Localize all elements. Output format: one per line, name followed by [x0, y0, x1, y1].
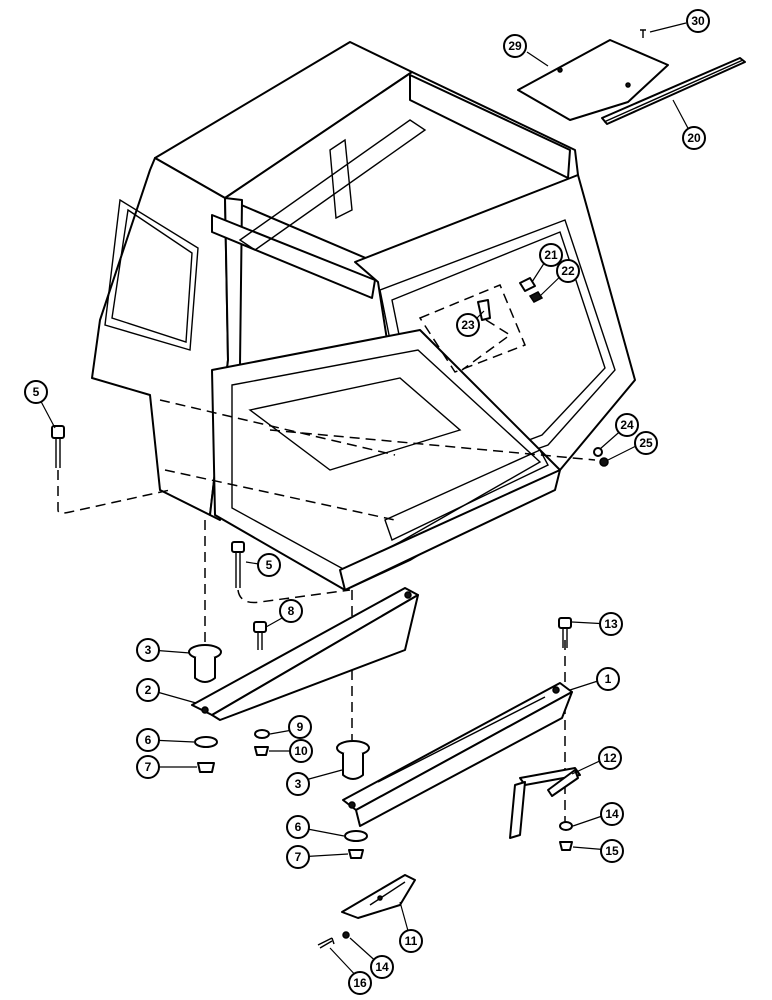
nut-7-center [348, 849, 364, 859]
callout-30-label: 30 [691, 14, 705, 28]
callout-3-center-label: 3 [295, 777, 302, 791]
callout-3-left: 3 [136, 638, 160, 662]
bolt-13 [558, 617, 572, 648]
callout-9: 9 [288, 715, 312, 739]
screw-30 [640, 29, 646, 38]
bolt-5-rear [51, 425, 171, 514]
callout-13-label: 13 [604, 617, 618, 631]
mount-bracket-2 [191, 587, 419, 721]
cover-plate-29 [517, 39, 669, 121]
callout-14-bottom: 14 [370, 955, 394, 979]
callout-14-right: 14 [600, 802, 624, 826]
callout-15: 15 [600, 839, 624, 863]
callout-16: 16 [348, 971, 372, 995]
callout-25-label: 25 [639, 436, 653, 450]
callout-6-left-label: 6 [145, 733, 152, 747]
callout-24-label: 24 [620, 418, 634, 432]
callout-6-center-label: 6 [295, 820, 302, 834]
nut-15 [559, 841, 573, 851]
callout-7-center: 7 [286, 845, 310, 869]
isolator-3-center [336, 740, 370, 780]
callout-1: 1 [596, 667, 620, 691]
callout-8-label: 8 [288, 604, 295, 618]
callout-15-label: 15 [605, 844, 619, 858]
callout-12: 12 [598, 746, 622, 770]
callout-5-front-label: 5 [266, 558, 273, 572]
callout-5-rear-label: 5 [33, 385, 40, 399]
nut-10 [254, 746, 269, 756]
callout-12-label: 12 [603, 751, 617, 765]
bolt-8 [253, 621, 267, 650]
nut-7-left [197, 762, 215, 773]
callout-25: 25 [634, 431, 658, 455]
mount-bracket-1 [342, 682, 573, 827]
hardware-21-22-23 [461, 277, 544, 371]
callout-14-bottom-label: 14 [375, 960, 389, 974]
callout-30: 30 [686, 9, 710, 33]
callout-23: 23 [456, 313, 480, 337]
callout-3-left-label: 3 [145, 643, 152, 657]
callout-8: 8 [279, 599, 303, 623]
callout-20: 20 [682, 126, 706, 150]
callout-5-rear: 5 [24, 380, 48, 404]
support-12 [509, 767, 581, 839]
callout-29: 29 [503, 34, 527, 58]
washer-14-bottom [342, 931, 350, 939]
callout-23-label: 23 [461, 318, 475, 332]
callout-9-label: 9 [297, 720, 304, 734]
bracket-11 [341, 874, 416, 919]
callout-2: 2 [136, 678, 160, 702]
callout-7-left: 7 [136, 755, 160, 779]
callout-1-label: 1 [605, 672, 612, 686]
hardware-24-25 [593, 447, 609, 467]
callout-7-center-label: 7 [295, 850, 302, 864]
callout-3-center: 3 [286, 772, 310, 796]
callout-21: 21 [539, 243, 563, 267]
callout-14-right-label: 14 [605, 807, 619, 821]
callout-22: 22 [556, 259, 580, 283]
callout-22-label: 22 [561, 264, 575, 278]
pin-16 [317, 937, 335, 949]
callout-20-label: 20 [687, 131, 701, 145]
cab-frame [91, 41, 636, 591]
washer-6-left [194, 736, 218, 748]
callout-10: 10 [289, 739, 313, 763]
bolt-5-front [231, 541, 351, 604]
callout-10-label: 10 [294, 744, 308, 758]
callout-7-left-label: 7 [145, 760, 152, 774]
callout-5-front: 5 [257, 553, 281, 577]
washer-14-right [559, 821, 573, 831]
callout-24: 24 [615, 413, 639, 437]
callout-6-center: 6 [286, 815, 310, 839]
callout-16-label: 16 [353, 976, 367, 990]
isolator-3-left [188, 644, 222, 683]
callout-13: 13 [599, 612, 623, 636]
washer-6-center [344, 830, 368, 842]
callout-6-left: 6 [136, 728, 160, 752]
callout-21-label: 21 [544, 248, 558, 262]
callout-29-label: 29 [508, 39, 522, 53]
seal-strip-20 [601, 57, 746, 125]
washer-9 [254, 729, 270, 739]
callout-11-label: 11 [405, 934, 418, 948]
callout-11: 11 [399, 929, 423, 953]
callout-2-label: 2 [145, 683, 152, 697]
